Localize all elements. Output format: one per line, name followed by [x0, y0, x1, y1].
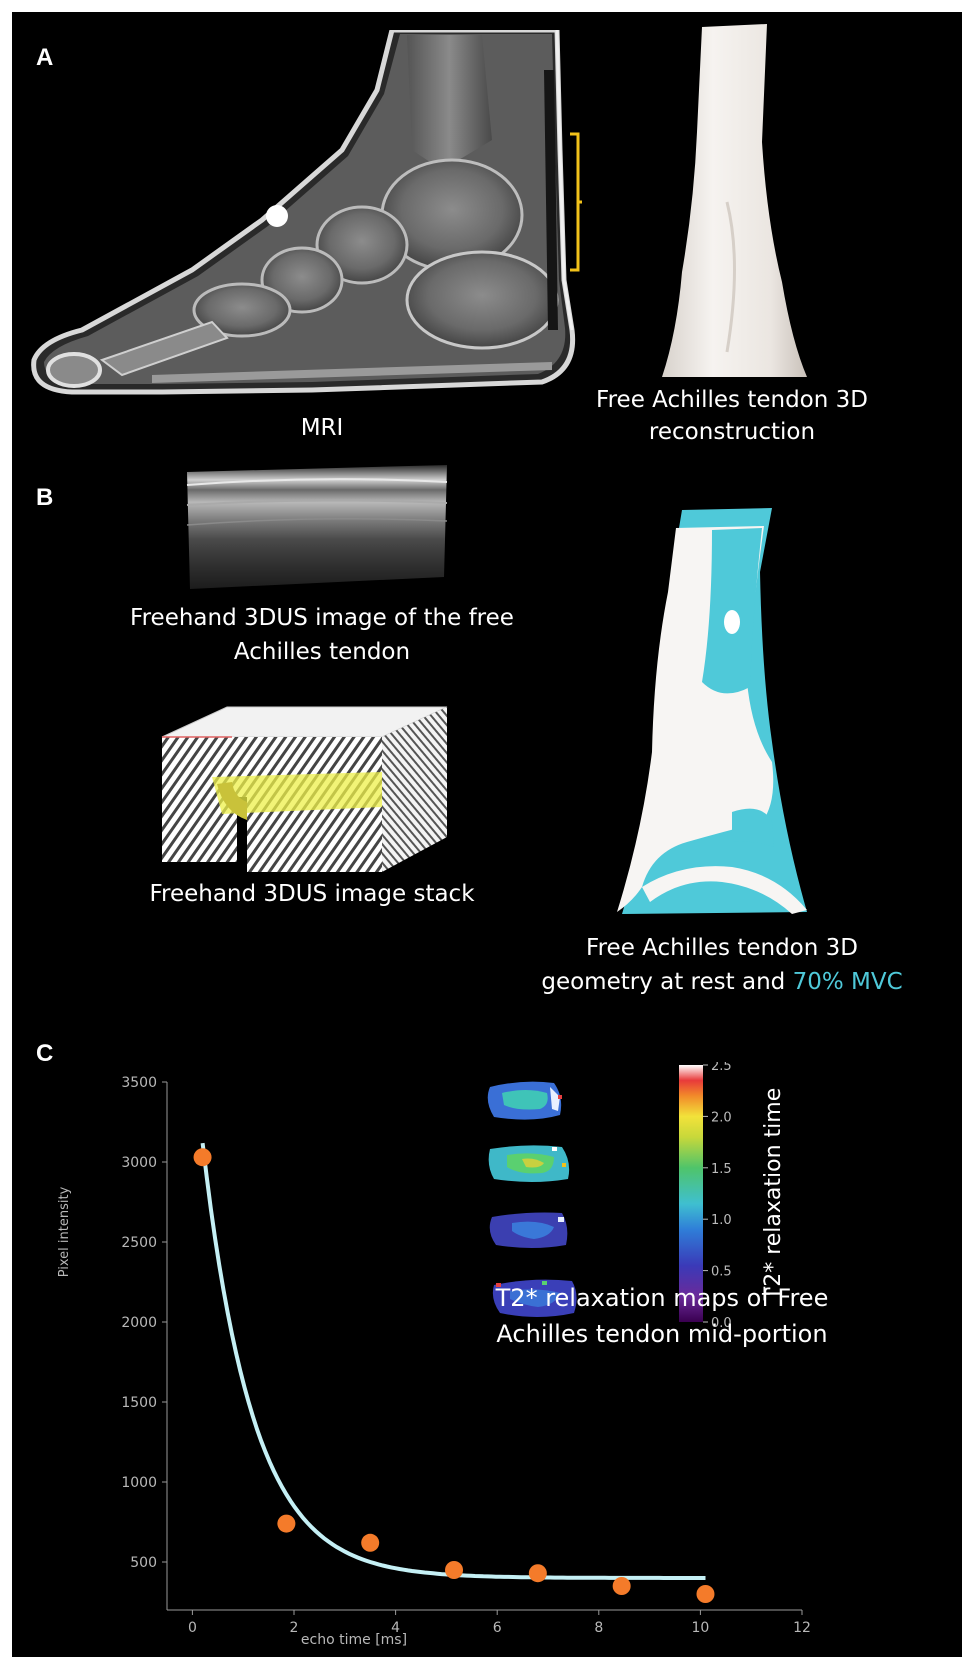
- y-tick-label: 1500: [121, 1395, 157, 1411]
- ultrasound-image: [186, 465, 448, 589]
- colorbar-tick-label: 2.0: [711, 1110, 732, 1125]
- maps-caption-line2: Achilles tendon mid-portion: [496, 1320, 828, 1348]
- x-tick-label: 0: [188, 1620, 197, 1636]
- geom-caption-line1: Free Achilles tendon 3D: [586, 935, 858, 961]
- panel-a-letter: A: [36, 44, 54, 71]
- x-tick-label: 12: [793, 1620, 811, 1636]
- data-point-6: [612, 1577, 631, 1595]
- y-axis-label: Pixel intensity: [57, 1186, 72, 1277]
- relaxation-map-2: [488, 1145, 570, 1182]
- us-caption-line1: Freehand 3DUS image of the free: [130, 605, 514, 631]
- x-axis-label: echo time [ms]: [301, 1632, 407, 1648]
- colorbar-tick-label: 0.5: [711, 1265, 732, 1280]
- us-image-stack: [161, 706, 448, 872]
- colorbar-tick-label: 1.5: [711, 1162, 732, 1177]
- data-point-4: [445, 1561, 464, 1579]
- y-tick-label: 2500: [121, 1235, 157, 1251]
- colorbar-ticks: 2.5 2.0 1.5 1.0 0.5 0.0: [703, 1062, 732, 1331]
- data-point-2: [277, 1514, 296, 1533]
- colorbar-gradient: [679, 1065, 703, 1322]
- relaxation-map-3: [489, 1212, 568, 1248]
- tendon-bracket-marker: [570, 132, 582, 272]
- colorbar-tick-label: 1.0: [711, 1213, 732, 1228]
- panel-b-letter: B: [36, 484, 54, 511]
- relaxation-map-1: [487, 1081, 562, 1120]
- data-point-5: [528, 1564, 547, 1583]
- y-tick-label: 3500: [121, 1075, 157, 1091]
- geom-caption-accent: 70% MVC: [792, 969, 903, 995]
- panel-c-letter: C: [36, 1040, 54, 1067]
- colorbar: 2.5 2.0 1.5 1.0 0.5 0.0 T2* relaxation time: [679, 1062, 786, 1331]
- geom-caption-prefix: geometry at rest and: [541, 969, 793, 995]
- stack-caption: Freehand 3DUS image stack: [149, 881, 475, 907]
- y-tick-label: 2000: [121, 1315, 157, 1331]
- colorbar-tick-label: 2.5: [711, 1062, 732, 1074]
- x-tick-label: 2: [290, 1620, 299, 1636]
- mri-caption: MRI: [300, 415, 344, 441]
- tendon-3d-reconstruction: [662, 24, 807, 377]
- chart-axes: 0 2 4 6 8 10 12 500 1000 1500 2000 2500 3000 3500: [121, 1075, 811, 1636]
- us-caption-line2: Achilles tendon: [233, 639, 411, 665]
- tendon-3d-geometry: [617, 508, 807, 914]
- fit-curve: [200, 1142, 706, 1580]
- fit-curve-group: [200, 1142, 706, 1580]
- y-tick-label: 1000: [121, 1475, 157, 1491]
- maps-caption-line1: T2* relaxation maps of Free: [495, 1284, 829, 1312]
- data-points-group: [193, 1148, 715, 1603]
- data-point-7: [696, 1585, 715, 1603]
- decay-chart: 0 2 4 6 8 10 12 500 1000 1500 2000 2500 3000 3500 ech…: [57, 1075, 811, 1648]
- data-point-1: [193, 1148, 212, 1167]
- relaxation-map-4: [492, 1279, 577, 1317]
- geom-caption-line2: geometry at rest and 70% MVC: [482, 966, 962, 998]
- colorbar-tick-label: 0.0: [711, 1316, 732, 1331]
- mri-foot-image: [31, 30, 582, 395]
- colorbar-label: T2* relaxation time: [761, 1088, 786, 1301]
- x-tick-label: 6: [493, 1620, 502, 1636]
- recon-caption-line2: reconstruction: [648, 419, 816, 445]
- x-tick-label: 4: [391, 1620, 400, 1636]
- recon-caption-line1: Free Achilles tendon 3D: [596, 387, 868, 413]
- figure-frame: A: [12, 12, 962, 1657]
- x-tick-label: 8: [594, 1620, 603, 1636]
- data-point-3: [361, 1533, 380, 1552]
- t2-relaxation-maps: [487, 1081, 577, 1317]
- y-tick-label: 500: [130, 1555, 157, 1571]
- x-tick-label: 10: [691, 1620, 709, 1636]
- y-tick-label: 3000: [121, 1155, 157, 1171]
